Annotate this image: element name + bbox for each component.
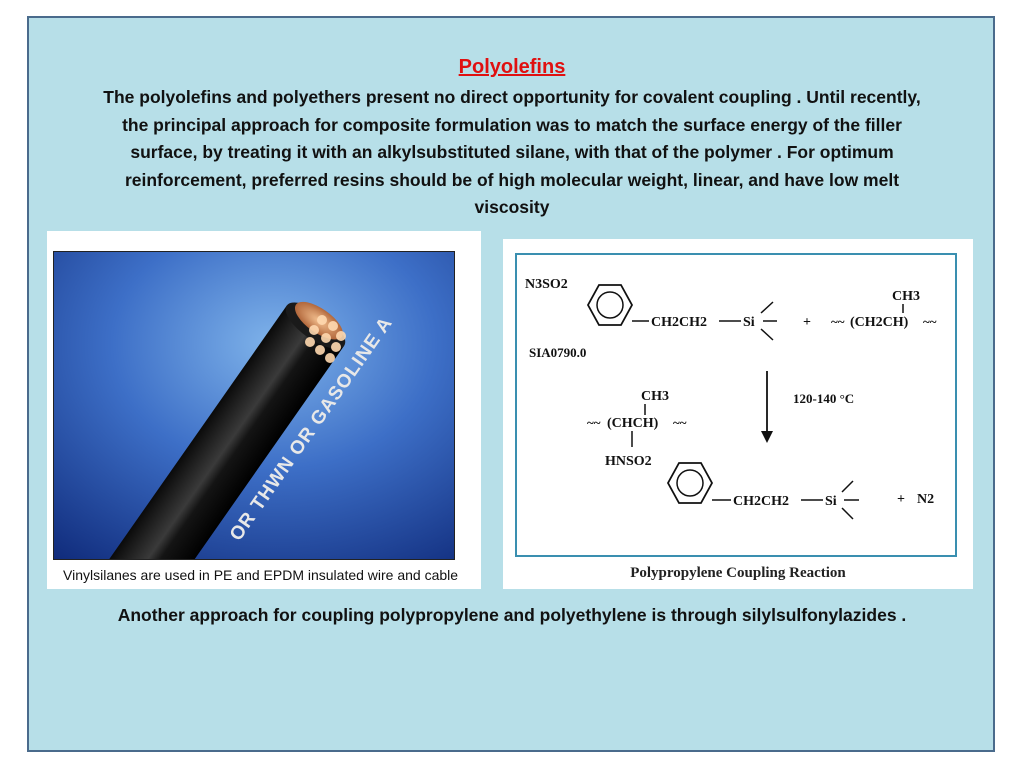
- linkage-label: HNSO2: [605, 454, 652, 469]
- wavy-bond-icon: ~~: [673, 415, 687, 430]
- product-silicon-label: Si: [825, 494, 837, 509]
- benzene-ring-icon: [586, 284, 634, 326]
- reagent-code-label: SIA0790.0: [529, 345, 586, 360]
- copper-strands: [305, 315, 346, 363]
- cable-photo: OR THWN OR GASOLINE A: [53, 251, 455, 560]
- methyl-label: CH3: [892, 289, 920, 304]
- wavy-bond-icon: ~~: [587, 415, 601, 430]
- benzene-ring-icon: [666, 462, 714, 504]
- conditions-label: 120-140 °C: [793, 391, 854, 406]
- product-methyl-label: CH3: [641, 389, 669, 404]
- product-plus-sign: +: [897, 492, 905, 507]
- reaction-caption: Polypropylene Coupling Reaction: [630, 565, 846, 581]
- reaction-figure: N3SO2 CH2CH2 Si SIA0790.0 + CH3 ~~ (CH2C…: [503, 239, 973, 589]
- cable-caption: Vinylsilanes are used in PE and EPDM ins…: [63, 567, 459, 583]
- polymer-label: (CH2CH): [850, 315, 909, 330]
- intro-line: viscosity: [474, 197, 550, 217]
- bottom-statement: Another approach for coupling polypropyl…: [117, 605, 907, 625]
- intro-line: surface, by treating it with an alkylsub…: [130, 142, 894, 162]
- reagent-group-label: N3SO2: [525, 277, 568, 292]
- reagent-chain-label: CH2CH2: [651, 315, 707, 330]
- product-polymer-label: (CHCH): [607, 416, 659, 431]
- byproduct-label: N2: [917, 492, 934, 507]
- slide-title: Polyolefins: [458, 56, 566, 78]
- cable-figure: OR THWN OR GASOLINE A Vinylsilanes are u…: [47, 231, 481, 589]
- product-chain-label: CH2CH2: [733, 494, 789, 509]
- wavy-bond-icon: ~~: [831, 314, 845, 329]
- plus-sign: +: [803, 315, 811, 330]
- intro-paragraph: The polyolefins and polyethers present n…: [40, 84, 984, 222]
- cable-illustration: OR THWN OR GASOLINE A: [54, 252, 454, 559]
- reaction-scheme: N3SO2 CH2CH2 Si SIA0790.0 + CH3 ~~ (CH2C…: [515, 253, 957, 557]
- reaction-diagram: N3SO2 CH2CH2 Si SIA0790.0 + CH3 ~~ (CH2C…: [525, 277, 937, 520]
- silicon-label: Si: [743, 315, 755, 330]
- intro-line: reinforcement, preferred resins should b…: [124, 169, 900, 190]
- wavy-bond-icon: ~~: [923, 314, 937, 329]
- intro-line: The polyolefins and polyethers present n…: [103, 87, 921, 107]
- intro-line: the principal approach for composite for…: [122, 114, 902, 135]
